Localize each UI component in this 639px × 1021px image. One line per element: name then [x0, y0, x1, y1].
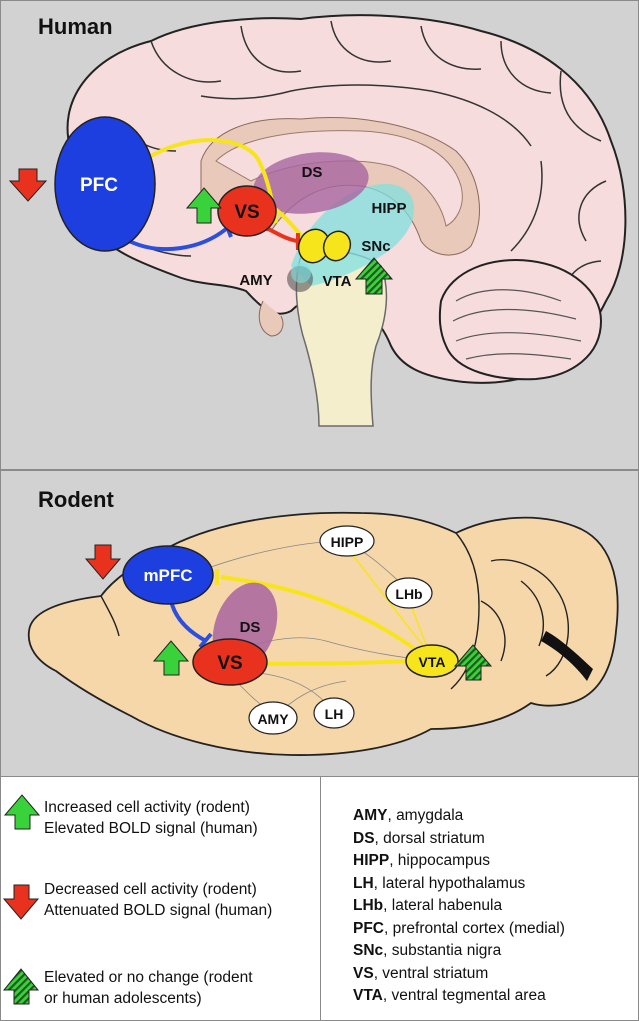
rodent-amy-label: AMY [257, 711, 289, 727]
striped-up-arrow-icon [453, 644, 493, 681]
human-pfc-node [54, 116, 156, 252]
legend-elevated-line1: Elevated or no change (rodent [44, 969, 253, 986]
legend: Increased cell activity (rodent) Elevate… [0, 776, 639, 1021]
rodent-mpfc-to-vs-pathway [169, 600, 207, 643]
human-panel: PFC VS DS HIPP SNc AMY VTA Human [0, 0, 639, 470]
rodent-mpfc-node [122, 545, 214, 605]
rodent-hipp-to-vta-pathway [350, 552, 430, 654]
human-ds-label: DS [302, 164, 323, 181]
legend-up-arrow-green-icon [3, 794, 41, 830]
down-arrow-red-icon [8, 168, 48, 202]
legend-increased: Increased cell activity (rodent) Elevate… [44, 797, 258, 839]
rodent-title: Rodent [38, 487, 114, 512]
rodent-hipp-node [319, 525, 375, 557]
human-snc-nucleus [322, 230, 352, 262]
human-title: Human [38, 14, 113, 39]
human-vta-label: VTA [323, 273, 352, 290]
human-vs-label: VS [234, 202, 259, 223]
abbr-item: DS, dorsal striatum [353, 829, 485, 847]
rodent-vs-node [192, 638, 268, 686]
abbr-item: PFC, prefrontal cortex (medial) [353, 919, 565, 937]
human-brain-diagram: PFC VS DS HIPP SNc AMY VTA [8, 14, 627, 427]
rodent-panel: mPFC VS DS VTA HIPP LHb AMY LH Rodent [0, 470, 639, 777]
rodent-lh-label: LH [325, 706, 344, 722]
abbr-item: LHb, lateral habenula [353, 897, 503, 914]
rodent-amy-node [248, 701, 298, 735]
rodent-vs-label: VS [217, 653, 242, 674]
abbr-item: VS, ventral striatum [353, 964, 489, 982]
legend-striped-up-arrow-icon [2, 968, 40, 1005]
rodent-lhb-label: LHb [395, 586, 422, 602]
human-cerebellum [438, 259, 603, 381]
legend-increased-line1: Increased cell activity (rodent) [44, 799, 250, 816]
rodent-ds-label: DS [240, 619, 261, 636]
legend-decreased-line2: Attenuated BOLD signal (human) [44, 902, 273, 919]
pfc-to-vs-blue-pathway [128, 227, 228, 252]
legend-elevated-line2: or human adolescents) [44, 990, 202, 1007]
legend-divider [320, 777, 321, 1020]
human-pfc-label: PFC [80, 175, 118, 196]
legend-down-arrow-red-icon [2, 884, 40, 920]
rodent-vta-label: VTA [419, 654, 446, 670]
rodent-vta-to-mpfc-pathway [220, 575, 433, 663]
rodent-cerebellum [450, 532, 569, 690]
rodent-fourth-ventricle [541, 631, 593, 681]
human-hipp-region [291, 183, 415, 286]
abbr-item: LH, lateral hypothalamus [353, 874, 526, 892]
legend-decreased: Decreased cell activity (rodent) Attenua… [44, 879, 272, 921]
human-ds-region [253, 152, 369, 214]
rodent-mpfc-label: mPFC [143, 566, 192, 585]
rodent-hipp-label: HIPP [331, 534, 364, 550]
abbr-item: AMY, amygdala [353, 807, 464, 824]
human-amy-label: AMY [239, 272, 272, 289]
abbr-item: HIPP, hippocampus [353, 852, 490, 869]
rodent-lhb-node [385, 577, 433, 609]
abbreviation-list: AMY, amygdala DS, dorsal striatum HIPP, … [353, 805, 565, 1008]
legend-increased-line2: Elevated BOLD signal (human) [44, 820, 258, 837]
rodent-vta-node [405, 644, 459, 678]
up-arrow-green-icon [152, 640, 190, 676]
legend-elevated: Elevated or no change (rodent or human a… [44, 967, 253, 1009]
legend-icons [2, 794, 41, 1005]
down-arrow-red-icon [84, 544, 122, 580]
up-arrow-green-icon [185, 187, 223, 224]
abbr-item: SNc, substantia nigra [353, 942, 502, 959]
human-vs-node [217, 185, 277, 237]
striped-up-arrow-icon [354, 257, 394, 295]
human-hipp-label: HIPP [371, 200, 406, 217]
pituitary [258, 300, 284, 337]
rodent-brain-diagram: mPFC VS DS VTA HIPP LHb AMY LH [27, 511, 619, 756]
human-snc-label: SNc [361, 238, 390, 255]
legend-decreased-line1: Decreased cell activity (rodent) [44, 881, 257, 898]
abbr-item: VTA, ventral tegmental area [353, 987, 546, 1004]
rodent-lh-node [313, 697, 355, 729]
